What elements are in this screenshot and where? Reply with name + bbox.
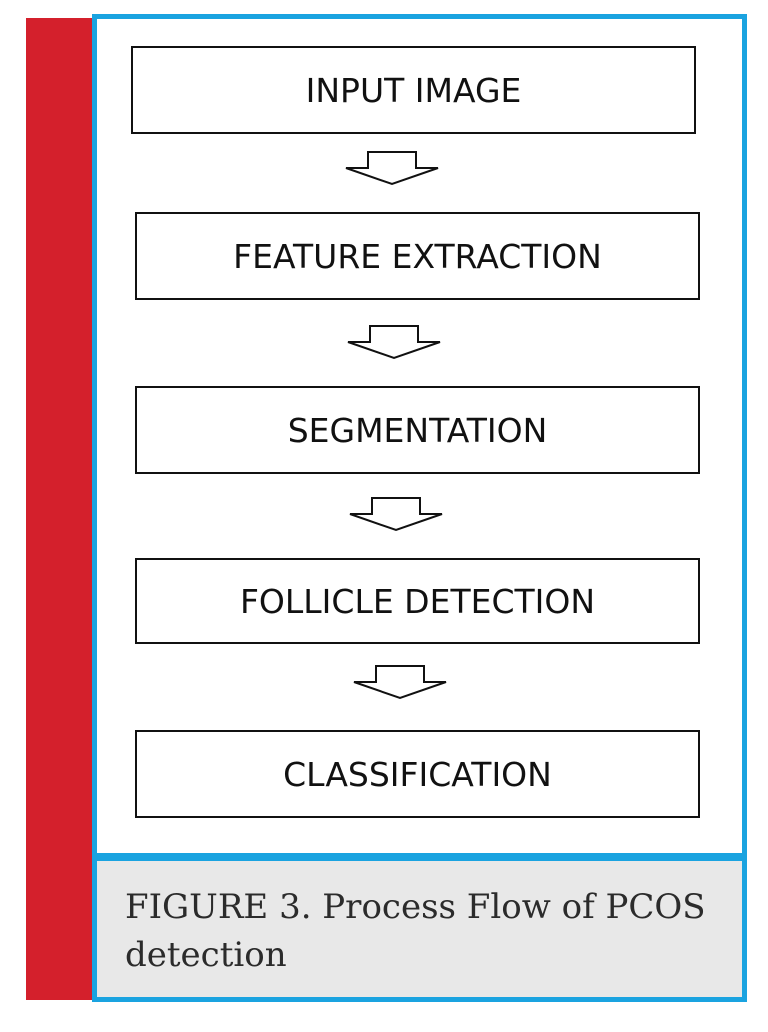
step-label-feature-extraction: FEATURE EXTRACTION (233, 236, 602, 276)
step-label-input-image: INPUT IMAGE (305, 70, 522, 110)
step-label-segmentation: SEGMENTATION (287, 410, 548, 450)
figure-caption: FIGURE 3. Process Flow of PCOS detection (125, 887, 706, 975)
figure-caption-box: FIGURE 3. Process Flow of PCOS detection (92, 856, 747, 1002)
step-follicle-detection: FOLLICLE DETECTION (135, 558, 700, 644)
step-feature-extraction: FEATURE EXTRACTION (135, 212, 700, 300)
step-label-follicle-detection: FOLLICLE DETECTION (239, 581, 596, 621)
down-arrow-icon (347, 325, 441, 360)
step-input-image: INPUT IMAGE (131, 46, 696, 134)
down-arrow-icon (349, 497, 443, 532)
down-arrow-icon (353, 665, 447, 700)
step-segmentation: SEGMENTATION (135, 386, 700, 474)
step-label-classification: CLASSIFICATION (283, 754, 552, 794)
step-classification: CLASSIFICATION (135, 730, 700, 818)
down-arrow-icon (345, 151, 439, 186)
red-accent-bar (26, 18, 94, 1000)
